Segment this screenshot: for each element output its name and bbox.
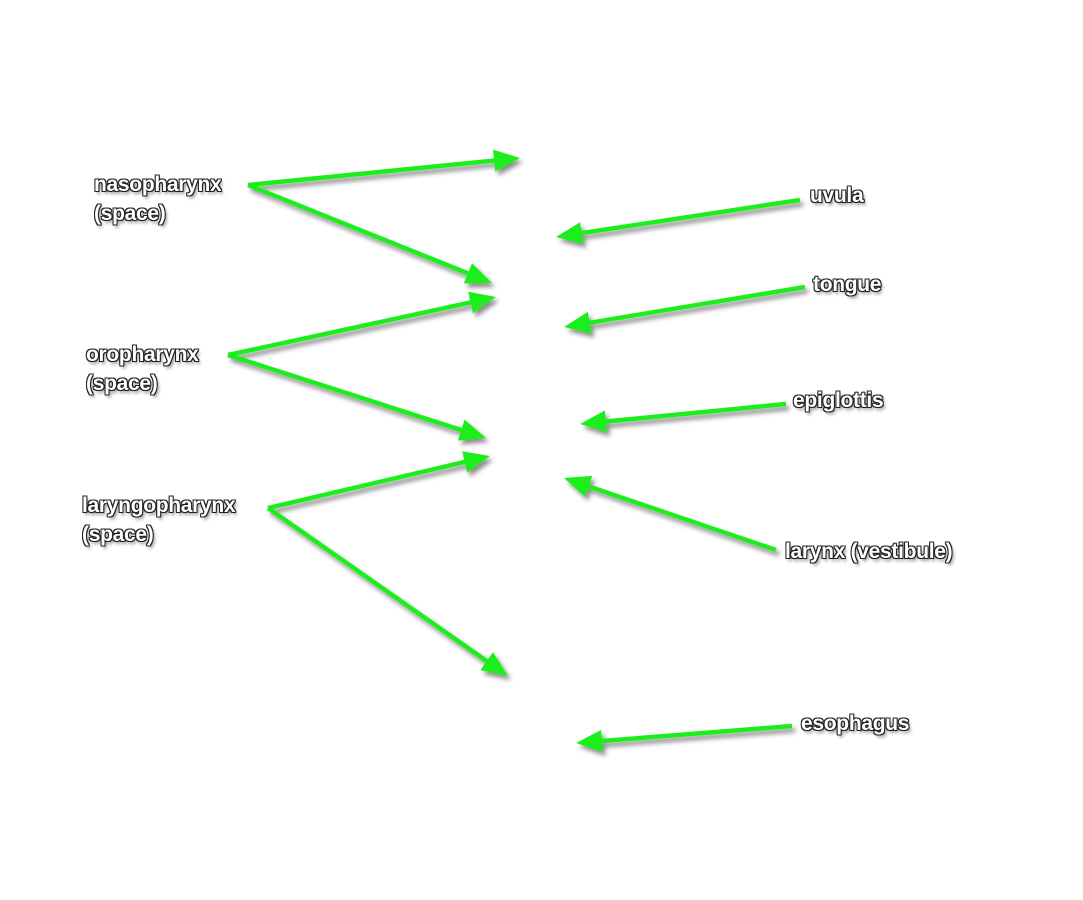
nasopharynx-label-line1: nasopharynx	[94, 173, 222, 196]
laryngopharynx-label: laryngopharynx (space)	[82, 491, 236, 549]
nasopharynx-arrow-upper	[247, 149, 521, 188]
oropharynx-label: oropharynx (space)	[86, 340, 199, 398]
oropharynx-label-line1: oropharynx	[86, 343, 199, 366]
esophagus-label: esophagus	[801, 712, 910, 735]
oropharynx-arrow-lower	[227, 352, 487, 441]
laryngopharynx-label-line1: laryngopharynx	[82, 494, 236, 517]
epiglottis-arrow	[580, 401, 787, 433]
laryngopharynx-label-line2: (space)	[82, 523, 154, 546]
laryngopharynx-arrow-upper	[267, 451, 490, 511]
nasopharynx-arrow-lower	[247, 183, 492, 284]
larynx-label: larynx (vestibule)	[785, 540, 953, 563]
tongue-arrow	[564, 284, 806, 334]
uvula-arrow	[556, 197, 801, 244]
laryngopharynx-arrow-lower	[266, 506, 508, 676]
oropharynx-label-line2: (space)	[86, 372, 158, 395]
nasopharynx-label-line2: (space)	[94, 202, 166, 225]
oropharynx-arrow-upper	[227, 291, 496, 358]
nasopharynx-label: nasopharynx (space)	[94, 170, 222, 228]
tongue-label: tongue	[813, 273, 882, 296]
epiglottis-label: epiglottis	[793, 389, 884, 412]
uvula-label: uvula	[810, 184, 864, 207]
larynx-arrow	[564, 475, 777, 553]
esophagus-arrow	[576, 723, 793, 752]
